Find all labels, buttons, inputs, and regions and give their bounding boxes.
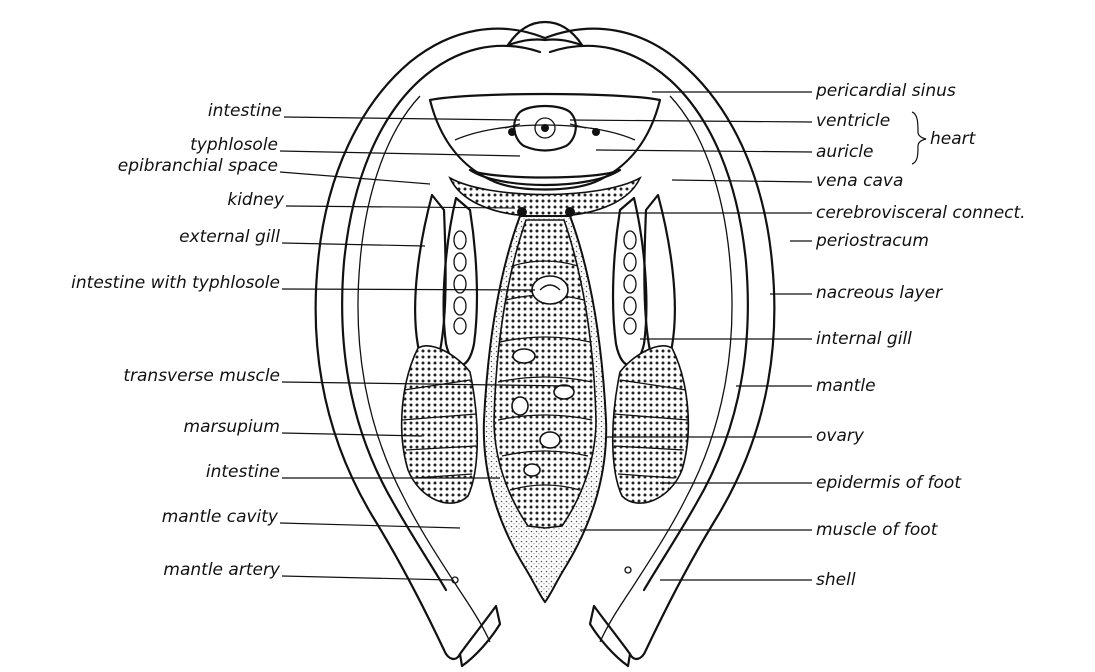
- label-transverse-muscle: transverse muscle: [123, 366, 280, 386]
- label-external-gill: external gill: [179, 227, 280, 247]
- label-periostracum: periostracum: [815, 231, 929, 251]
- label-marsupium: marsupium: [184, 417, 280, 437]
- label-intestine-top: intestine: [208, 101, 282, 121]
- label-typhlosole: typhlosole: [190, 135, 278, 155]
- label-mantle-cavity: mantle cavity: [162, 507, 279, 527]
- right-gills: [613, 195, 689, 503]
- label-epibranchial-space: epibranchial space: [118, 156, 278, 176]
- label-internal-gill: internal gill: [816, 329, 912, 349]
- label-ventricle: ventricle: [816, 111, 890, 131]
- label-kidney: kidney: [227, 190, 285, 210]
- label-cerebrovisceral-connect: cerebrovisceral connect.: [816, 203, 1026, 223]
- heart-brace: [912, 112, 926, 164]
- label-epidermis-of-foot: epidermis of foot: [816, 473, 962, 493]
- visceral-mass: [484, 216, 606, 602]
- pericardium: [430, 94, 660, 190]
- label-heart: heart: [930, 129, 977, 149]
- label-muscle-of-foot: muscle of foot: [816, 520, 939, 540]
- label-mantle: mantle: [816, 376, 876, 396]
- label-intestine-lower: intestine: [206, 462, 280, 482]
- label-nacreous-layer: nacreous layer: [816, 283, 943, 303]
- label-intestine-with-typhlosole: intestine with typhlosole: [71, 273, 280, 293]
- label-pericardial-sinus: pericardial sinus: [815, 81, 956, 101]
- label-ovary: ovary: [816, 426, 865, 446]
- label-shell: shell: [816, 570, 856, 590]
- right-labels: pericardial sinus ventricle auricle vena…: [570, 81, 1026, 590]
- label-auricle: auricle: [816, 142, 873, 162]
- label-mantle-artery: mantle artery: [163, 560, 281, 580]
- left-gills: [402, 195, 478, 503]
- kidney-region: [450, 178, 640, 217]
- label-vena-cava: vena cava: [816, 171, 903, 191]
